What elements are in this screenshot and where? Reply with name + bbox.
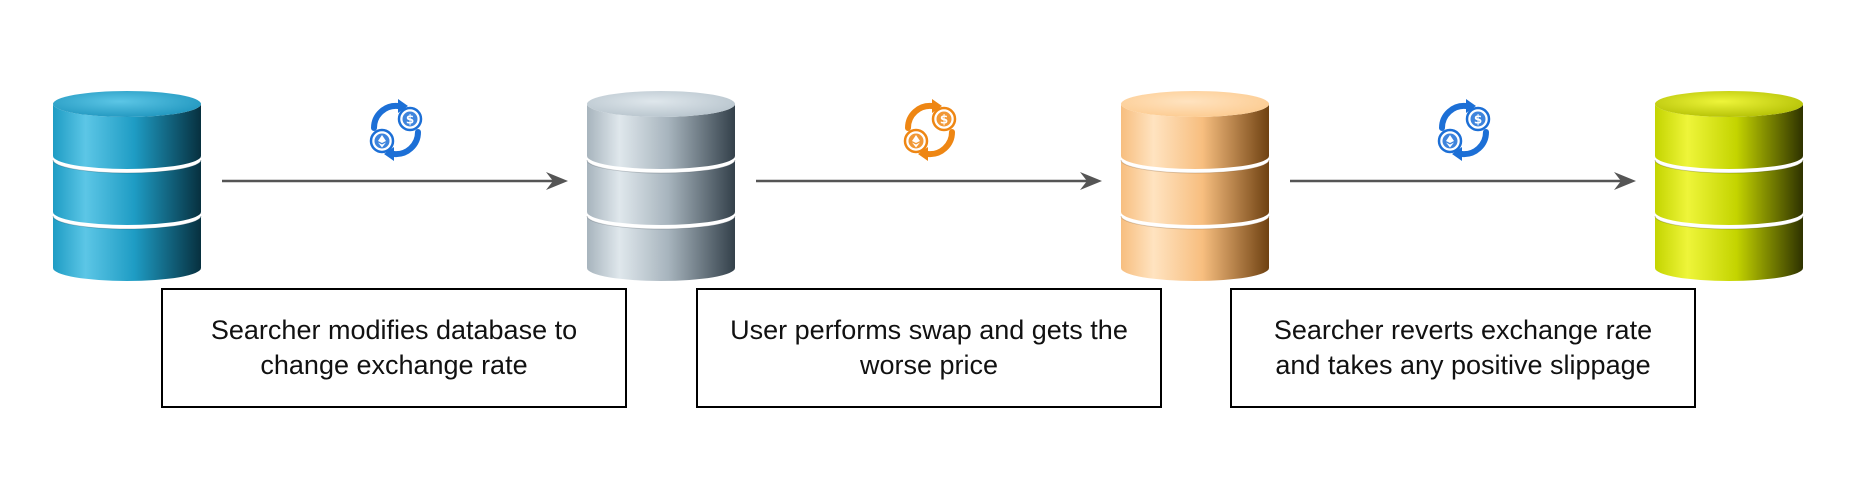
database-final-state [1654, 91, 1804, 281]
swap-arrow-upper [370, 102, 401, 131]
database-segment [587, 104, 735, 169]
database-segment [1121, 216, 1269, 281]
arrow-head [1080, 172, 1102, 190]
database-segment [53, 216, 201, 281]
caption-step-1: Searcher modifies database to change exc… [210, 315, 578, 380]
ether-diamond-bottom [912, 142, 920, 148]
arrow-step-3 [1290, 172, 1636, 190]
database-segment-edge [1120, 159, 1270, 174]
database-segment [1655, 216, 1803, 281]
database-segment-edge [586, 215, 736, 230]
database-top [1655, 91, 1803, 117]
database-segment [53, 104, 201, 169]
dollar-symbol: $ [940, 113, 948, 127]
swap-icon-orange: $ [903, 99, 957, 161]
swap-arrow-lower [391, 129, 422, 158]
database-segment [1655, 160, 1803, 225]
swap-arrowhead-upper [398, 99, 408, 113]
caption-box-step-1: Searcher modifies database to change exc… [161, 288, 627, 408]
swap-arrowhead-lower [384, 147, 394, 161]
swap-arrowhead-lower [918, 147, 928, 161]
database-top [587, 91, 735, 117]
dollar-symbol: $ [406, 113, 414, 127]
database-segment-edge [52, 159, 202, 174]
database-top [53, 91, 201, 117]
caption-step-3: Searcher reverts exchange rate and takes… [1273, 315, 1653, 380]
ether-diamond-top [378, 135, 386, 143]
ether-diamond-top [1446, 135, 1454, 143]
arrow-head [1614, 172, 1636, 190]
caption-box-step-3: Searcher reverts exchange rate and takes… [1230, 288, 1696, 408]
swap-icon-blue: $ [369, 99, 423, 161]
arrow-step-1 [222, 172, 568, 190]
swap-arrowhead-lower [1452, 147, 1462, 161]
database-top [1121, 91, 1269, 117]
database-segment [587, 216, 735, 281]
swap-arrowhead-upper [1466, 99, 1476, 113]
swap-arrow-upper [1438, 102, 1469, 131]
arrow-head [546, 172, 568, 190]
swap-icon-blue: $ [1437, 99, 1491, 161]
database-segment-edge [1120, 215, 1270, 230]
database-segment [1655, 104, 1803, 169]
dollar-symbol: $ [1474, 113, 1482, 127]
swap-arrow-upper [904, 102, 935, 131]
arrow-step-2 [756, 172, 1102, 190]
database-segment-edge [586, 159, 736, 174]
database-initial-state [52, 91, 202, 281]
database-segment-edge [52, 215, 202, 230]
database-manipulated-state [586, 91, 736, 281]
swap-arrow-lower [1459, 129, 1490, 158]
ether-diamond-bottom [378, 142, 386, 148]
database-segment [1121, 104, 1269, 169]
database-segment [1121, 160, 1269, 225]
database-segment-edge [1654, 215, 1804, 230]
caption-step-2: User performs swap and gets the worse pr… [730, 315, 1128, 380]
ether-diamond-bottom [1446, 142, 1454, 148]
swap-arrow-lower [925, 129, 956, 158]
swap-arrowhead-upper [932, 99, 942, 113]
caption-box-step-2: User performs swap and gets the worse pr… [696, 288, 1162, 408]
database-segment-edge [1654, 159, 1804, 174]
database-segment [587, 160, 735, 225]
database-user-swap-state [1120, 91, 1270, 281]
database-segment [53, 160, 201, 225]
ether-diamond-top [912, 135, 920, 143]
